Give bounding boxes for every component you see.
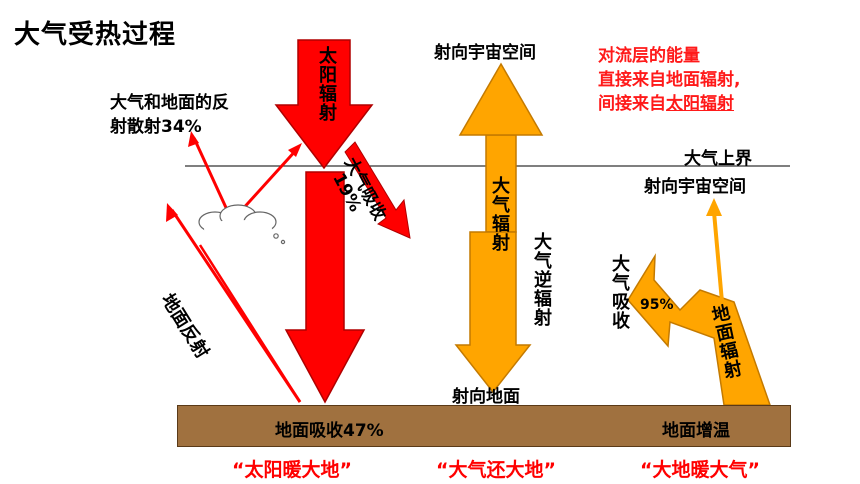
cloud-icon	[198, 204, 286, 245]
slogan-sun-warms-earth: “太阳暖大地”	[232, 459, 352, 481]
note-line-3-underlined: 太阳辐射	[666, 94, 734, 114]
reflect-up-line	[192, 137, 230, 213]
atmos-absorb-arrow	[344, 141, 411, 239]
reflect-scatter-label-2: 射散射34%	[110, 117, 202, 137]
to-space-label-right: 射向宇宙空间	[644, 177, 746, 197]
scatter-arrow-head	[288, 143, 302, 157]
to-space-label-top: 射向宇宙空间	[434, 43, 536, 63]
note-line-2: 直接来自地面辐射,	[598, 70, 741, 90]
atmos-absorb-95-label: 大气吸收	[609, 254, 630, 330]
scatter-arrow-line	[238, 146, 300, 214]
surface-reflect-line-2	[198, 244, 302, 403]
solar-to-ground-arrow	[284, 171, 366, 404]
to-ground-label: 射向地面	[452, 387, 520, 407]
surface-reflect-head	[166, 203, 178, 222]
note-line-3: 间接来自太阳辐射	[598, 92, 734, 116]
reflect-up-head	[188, 131, 199, 147]
ground-radiation-arrow	[627, 253, 772, 406]
page-title: 大气受热过程	[14, 20, 177, 50]
ground-to-space-line	[712, 211, 724, 303]
note-line-3-prefix: 间接来自	[598, 94, 666, 114]
counter-radiation-arrow	[454, 231, 532, 394]
counter-radiation-label: 大气逆辐射	[531, 232, 552, 327]
slogan-atmos-returns: “大气还大地”	[436, 459, 556, 481]
ground-absorb-label: 地面吸收47%	[275, 421, 384, 441]
note-line-1: 对流层的能量	[598, 46, 700, 66]
ground-to-space-head	[706, 198, 722, 216]
ground-bar	[177, 405, 791, 447]
atmos-absorb-95-value: 95%	[640, 297, 674, 313]
atmos-radiation-label: 大气辐射	[489, 176, 510, 252]
atmos-boundary-label: 大气上界	[684, 149, 752, 169]
ground-warm-label: 地面增温	[662, 421, 730, 441]
solar-radiation-arrow	[274, 39, 374, 170]
solar-radiation-label: 太阳辐射	[316, 46, 337, 122]
atmos-to-space-head	[458, 62, 544, 136]
slogan-earth-warms-atmos: “大地暖大气”	[640, 459, 760, 481]
reflect-scatter-label-1: 大气和地面的反	[110, 93, 229, 113]
